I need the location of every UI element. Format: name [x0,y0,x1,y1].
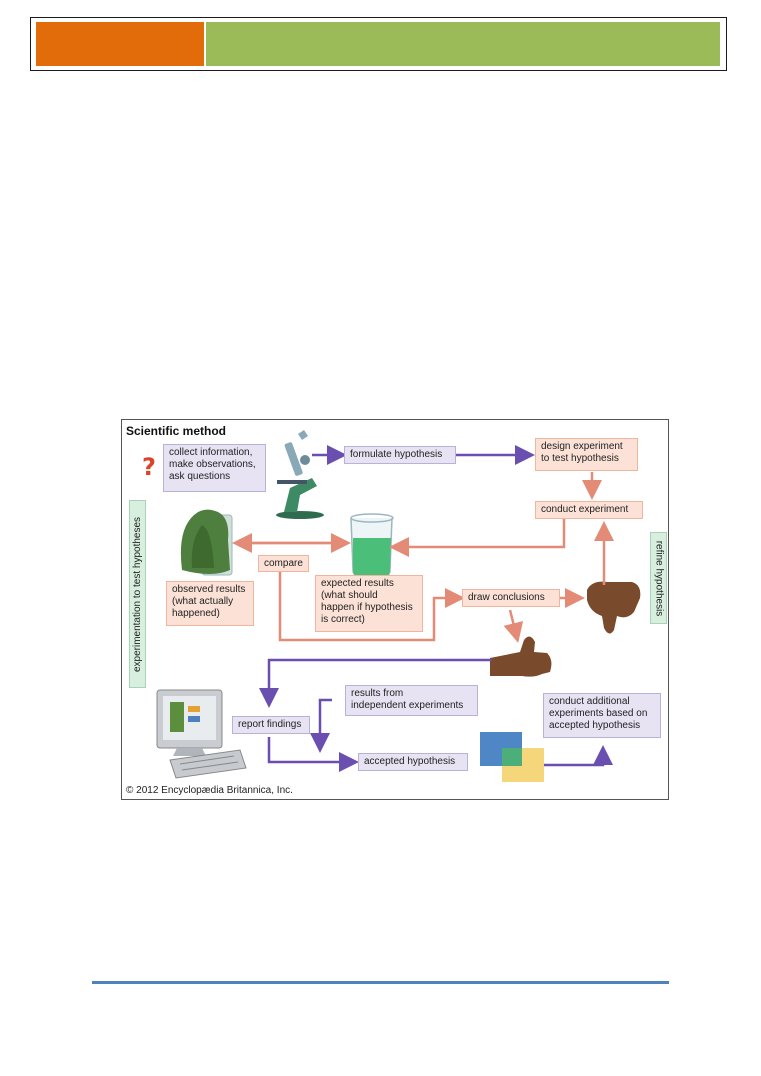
beaker-icon [350,513,394,577]
microscope-icon [276,430,324,519]
purple-arrows [259,445,613,772]
side-label-refine-hypothesis: refine hypothesis [650,532,667,624]
arrow-to-accepted [267,737,359,772]
overlapping-squares-icon [480,732,544,782]
footer-rule [92,981,669,984]
node-conduct-additional: conduct additional experiments based on … [543,693,661,738]
node-compare: compare [258,555,309,572]
green-cloth-beaker-icon [180,509,233,576]
node-conduct-experiment: conduct experiment [535,501,643,519]
thumbs-down-icon [587,581,641,634]
pink-arrows [232,472,614,643]
arrow-to-expected-beaker [389,518,566,557]
node-report-findings: report findings [232,716,310,734]
arrow-to-draw [278,570,465,642]
arrow-to-thumbs-up [503,609,524,643]
header-banner [30,17,727,71]
arrow-to-additional [544,745,613,767]
node-design-experiment: design experiment to test hypothesis [535,438,638,471]
node-observed-results: observed results (what actually happened… [166,581,254,626]
thumbs-up-icon [490,636,552,677]
diagram-title: Scientific method [126,424,227,438]
node-independent-results: results from independent experiments [345,685,478,716]
node-formulate-hypothesis: formulate hypothesis [344,446,456,464]
side-label-experimentation: experimentation to test hypotheses [129,500,146,688]
node-collect-information: collect information, make observations, … [163,444,266,492]
arrow-from-independent [310,698,332,753]
diagram-graphics [156,430,641,782]
node-accepted-hypothesis: accepted hypothesis [358,753,468,771]
node-draw-conclusions: draw conclusions [462,589,560,607]
scientific-method-diagram: Scientific method [121,419,669,800]
arrow-to-report [259,658,492,708]
computer-icon [156,689,247,779]
header-orange-block [36,22,204,66]
copyright-credit: © 2012 Encyclopædia Britannica, Inc. [126,785,293,796]
question-mark-icon: ? [142,453,156,481]
header-green-block [206,22,720,66]
node-expected-results: expected results (what should happen if … [315,575,423,632]
